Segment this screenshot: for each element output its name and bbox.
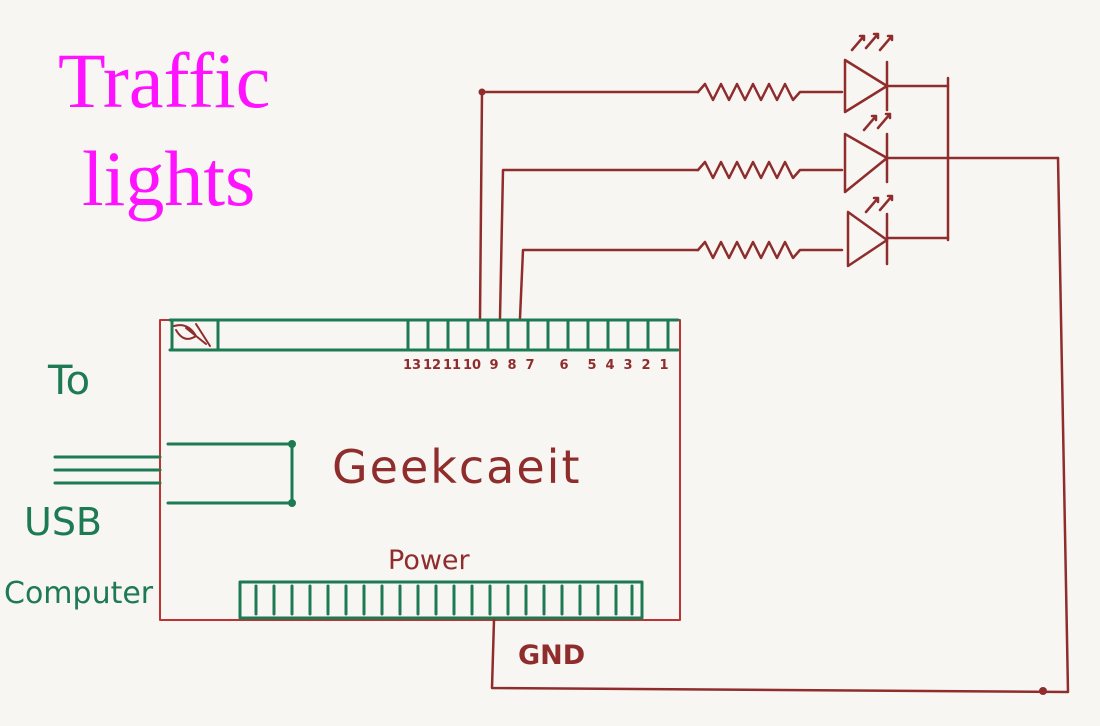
pin-label: 7 [525, 358, 534, 373]
label-usb: USB [24, 500, 103, 544]
usb-port [166, 442, 294, 505]
corner-scribble [173, 323, 211, 347]
pin-label: 6 [559, 358, 568, 373]
pin-label: 12 [423, 358, 441, 373]
pin-label: 2 [641, 358, 650, 373]
pin-label: 11 [443, 358, 461, 373]
pin-label: 13 [403, 358, 421, 373]
title-line-2: lights [82, 135, 256, 222]
wire-bottom [518, 248, 700, 320]
label-power: Power [388, 545, 470, 576]
label-computer: Computer [4, 576, 154, 611]
resistor-bottom [696, 240, 844, 260]
wire-top [478, 90, 700, 320]
label-to: To [48, 358, 91, 404]
pin-label: 9 [489, 358, 498, 373]
pin-label: 1 [659, 358, 668, 373]
led-bottom [846, 194, 950, 268]
usb-cable [53, 455, 162, 485]
pin-label: 3 [623, 358, 632, 373]
wire-middle [498, 168, 700, 320]
pin-label: 4 [605, 358, 614, 373]
led-top [843, 32, 950, 114]
digital-pin-header [168, 318, 680, 352]
resistor-middle [696, 160, 844, 180]
power-header [238, 580, 644, 620]
pin-label: 8 [507, 358, 516, 373]
board-name: Geekcaeit [332, 440, 582, 494]
ground-wire [490, 156, 1070, 694]
title-line-1: Traffic [58, 37, 271, 124]
led-middle [843, 112, 1060, 194]
pin-label: 5 [587, 358, 596, 373]
pin-label: 10 [463, 358, 481, 373]
resistor-top [696, 82, 844, 102]
label-gnd: GND [518, 640, 586, 671]
